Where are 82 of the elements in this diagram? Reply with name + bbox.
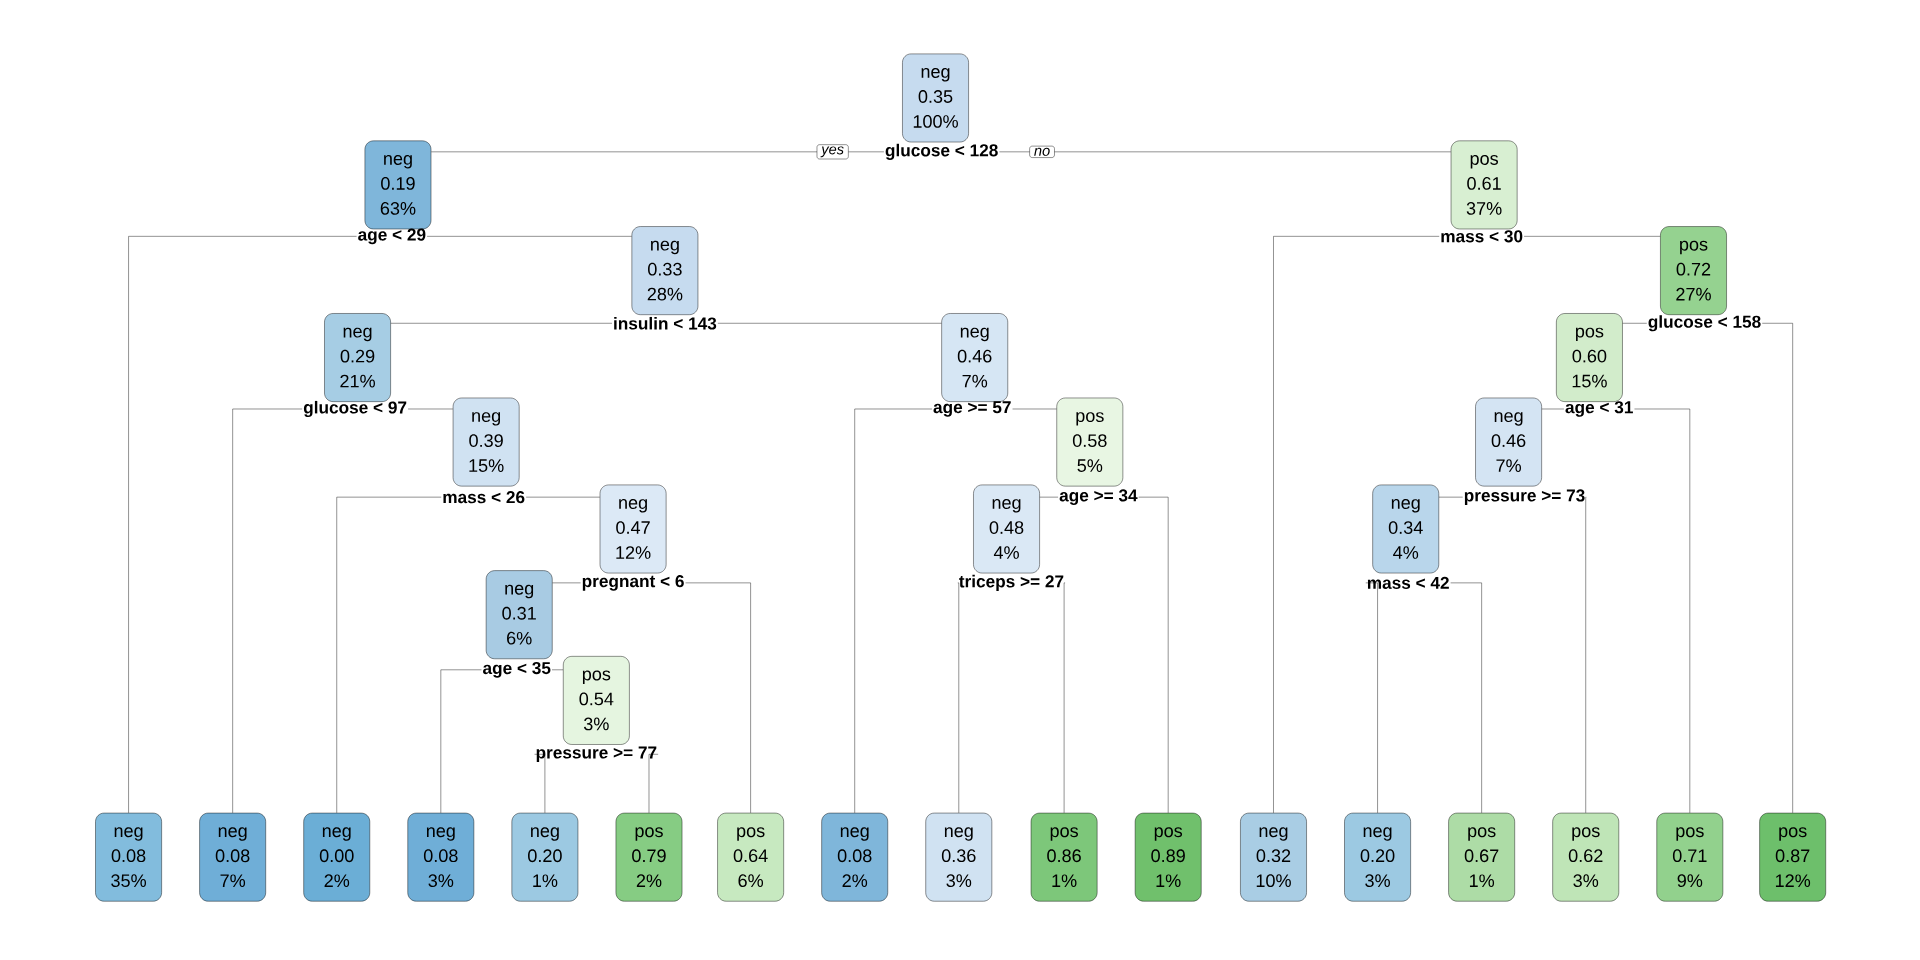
leaf-box: pos 0.87 12% bbox=[1759, 812, 1826, 902]
connector-line bbox=[407, 408, 454, 410]
split-label: mass < 26 bbox=[443, 491, 525, 504]
connector-line bbox=[1039, 496, 1059, 498]
split-node-box: neg 0.48 4% bbox=[973, 484, 1040, 574]
split-label: age < 29 bbox=[358, 228, 426, 245]
connector-line bbox=[685, 582, 751, 814]
connector-line bbox=[390, 323, 613, 324]
leaf-box: pos 0.86 1% bbox=[1030, 812, 1098, 902]
leaf-box: pos 0.89 1% bbox=[1134, 812, 1202, 902]
connector-line bbox=[1523, 236, 1661, 237]
connector-line bbox=[336, 496, 442, 814]
leaf-box: neg 0.36 3% bbox=[925, 812, 993, 902]
split-node-box: neg 0.34 4% bbox=[1372, 484, 1439, 574]
split-label: glucose < 97 bbox=[303, 400, 407, 418]
leaf-box: pos 0.67 1% bbox=[1448, 812, 1515, 902]
connector-line bbox=[999, 151, 1452, 153]
leaf-box: pos 0.62 3% bbox=[1552, 812, 1619, 902]
split-node-box: neg 0.31 6% bbox=[485, 570, 553, 659]
leaf-box: neg 0.32 10% bbox=[1240, 812, 1307, 902]
split-node-box: neg 0.29 21% bbox=[324, 313, 391, 402]
connector-line bbox=[1634, 408, 1691, 814]
leaf-box: neg 0.00 2% bbox=[303, 812, 370, 902]
split-node-box: neg 0.35 100% bbox=[902, 53, 969, 143]
connector-line bbox=[1138, 496, 1169, 814]
connector-line bbox=[1012, 408, 1057, 410]
split-node-box: neg 0.47 12% bbox=[599, 484, 667, 574]
connector-line bbox=[957, 582, 959, 814]
split-label: pressure >= 73 bbox=[1464, 489, 1585, 505]
split-node-box: pos 0.54 3% bbox=[563, 656, 630, 745]
split-node-box: neg 0.46 7% bbox=[1475, 397, 1542, 487]
leaf-box: neg 0.20 3% bbox=[1344, 812, 1411, 902]
connector-line bbox=[1622, 323, 1647, 324]
connector-line bbox=[1438, 496, 1463, 498]
split-label: mass < 42 bbox=[1367, 576, 1449, 589]
leaf-box: pos 0.79 2% bbox=[615, 812, 683, 902]
split-node-box: pos 0.72 27% bbox=[1660, 226, 1727, 315]
split-label: age >= 57 bbox=[933, 401, 1011, 417]
connector-line bbox=[1541, 408, 1565, 410]
connector-line bbox=[1450, 582, 1482, 814]
split-label: age < 31 bbox=[1565, 401, 1633, 417]
split-label: triceps >= 27 bbox=[959, 574, 1064, 591]
connector-line bbox=[552, 582, 581, 584]
connector-line bbox=[1273, 236, 1440, 814]
connector-line bbox=[525, 496, 600, 498]
connector-line bbox=[440, 669, 482, 814]
split-label: insulin < 143 bbox=[614, 316, 717, 330]
leaf-box: pos 0.64 6% bbox=[717, 812, 784, 902]
split-label: mass < 30 bbox=[1441, 230, 1523, 243]
connector-line bbox=[1585, 496, 1587, 814]
connector-line bbox=[426, 236, 632, 237]
connector-line bbox=[551, 669, 564, 670]
connector-line bbox=[431, 151, 885, 153]
split-label: pressure >= 77 bbox=[536, 746, 657, 762]
leaf-box: neg 0.08 7% bbox=[199, 812, 266, 902]
split-label: age < 35 bbox=[483, 662, 551, 678]
connector-line bbox=[1762, 323, 1793, 814]
split-node-box: pos 0.60 15% bbox=[1556, 313, 1623, 402]
leaf-box: neg 0.08 2% bbox=[821, 812, 888, 902]
split-label: age >= 34 bbox=[1059, 489, 1138, 505]
connector-line bbox=[854, 408, 933, 814]
split-node-box: neg 0.33 28% bbox=[631, 226, 699, 315]
split-node-box: neg 0.39 15% bbox=[452, 397, 520, 487]
leaf-box: neg 0.20 1% bbox=[511, 812, 579, 902]
split-node-box: pos 0.61 37% bbox=[1450, 140, 1518, 230]
connector-line bbox=[648, 754, 659, 814]
connector-line bbox=[1063, 582, 1066, 814]
connector-line bbox=[128, 236, 357, 814]
split-node-box: neg 0.46 7% bbox=[941, 313, 1008, 402]
split-node-box: pos 0.58 5% bbox=[1056, 397, 1124, 487]
connector-line bbox=[534, 754, 546, 814]
edge-label: yes bbox=[816, 144, 849, 160]
leaf-box: neg 0.08 3% bbox=[407, 812, 475, 902]
connector-line bbox=[1365, 582, 1378, 814]
leaf-box: neg 0.08 35% bbox=[95, 812, 162, 902]
edge-label: no bbox=[1029, 145, 1055, 158]
split-label: pregnant < 6 bbox=[582, 575, 684, 591]
connector-line bbox=[717, 323, 942, 324]
leaf-box: pos 0.71 9% bbox=[1656, 812, 1724, 902]
split-label: glucose < 128 bbox=[885, 143, 998, 160]
split-label: glucose < 158 bbox=[1648, 315, 1761, 332]
connector-line bbox=[232, 408, 303, 814]
